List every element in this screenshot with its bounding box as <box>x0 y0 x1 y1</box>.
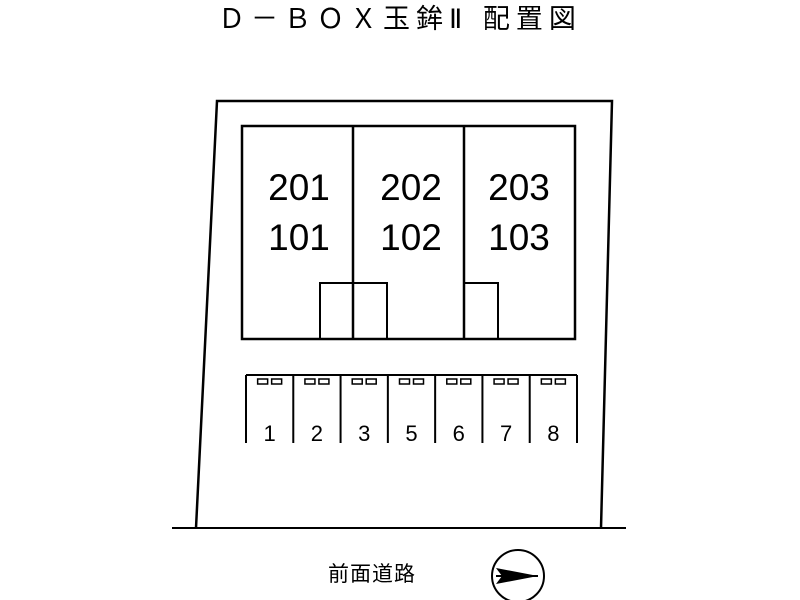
parking-space-label: 3 <box>358 421 370 446</box>
wheel-stop <box>507 378 519 385</box>
building-outline <box>240 124 577 341</box>
wheel-stop <box>304 378 316 385</box>
unit-lower-label: 102 <box>380 217 442 258</box>
wheel-stop <box>351 378 363 385</box>
property-boundary <box>194 99 614 529</box>
entrance-porch <box>463 282 499 340</box>
wheel-stop <box>318 378 330 385</box>
wheel-stop <box>365 378 377 385</box>
parking-space-label: 6 <box>453 421 465 446</box>
unit-lower-label: 103 <box>488 217 550 258</box>
parking-space-label: 2 <box>311 421 323 446</box>
wheel-stop <box>270 378 283 385</box>
entrance-porch <box>319 282 388 340</box>
unit-upper-label: 202 <box>380 167 442 208</box>
unit-upper-label: 203 <box>488 167 550 208</box>
unit-upper-label: 201 <box>268 167 330 208</box>
unit-lower-label: 101 <box>268 217 330 258</box>
wheel-stop <box>493 378 505 385</box>
parking-space-label: 5 <box>405 421 417 446</box>
parking-space-label: 8 <box>547 421 559 446</box>
wheel-stop <box>540 378 553 385</box>
wheel-stop <box>446 378 458 385</box>
parking-space-label: 7 <box>500 421 512 446</box>
wheel-stop <box>398 378 411 385</box>
wheel-stop <box>256 378 269 385</box>
drawing-title: Ｄ－ＢＯＸ玉鉾Ⅱ 配置図 <box>218 4 582 35</box>
wheel-stop <box>412 378 425 385</box>
parking-space-label: 1 <box>264 421 276 446</box>
parking-area: 1 2 3 5 6 7 8 <box>245 374 578 446</box>
road-label: 前面道路 <box>328 562 416 586</box>
wheel-stop <box>460 378 472 385</box>
wheel-stop <box>554 378 567 385</box>
north-arrow-icon <box>491 549 545 600</box>
